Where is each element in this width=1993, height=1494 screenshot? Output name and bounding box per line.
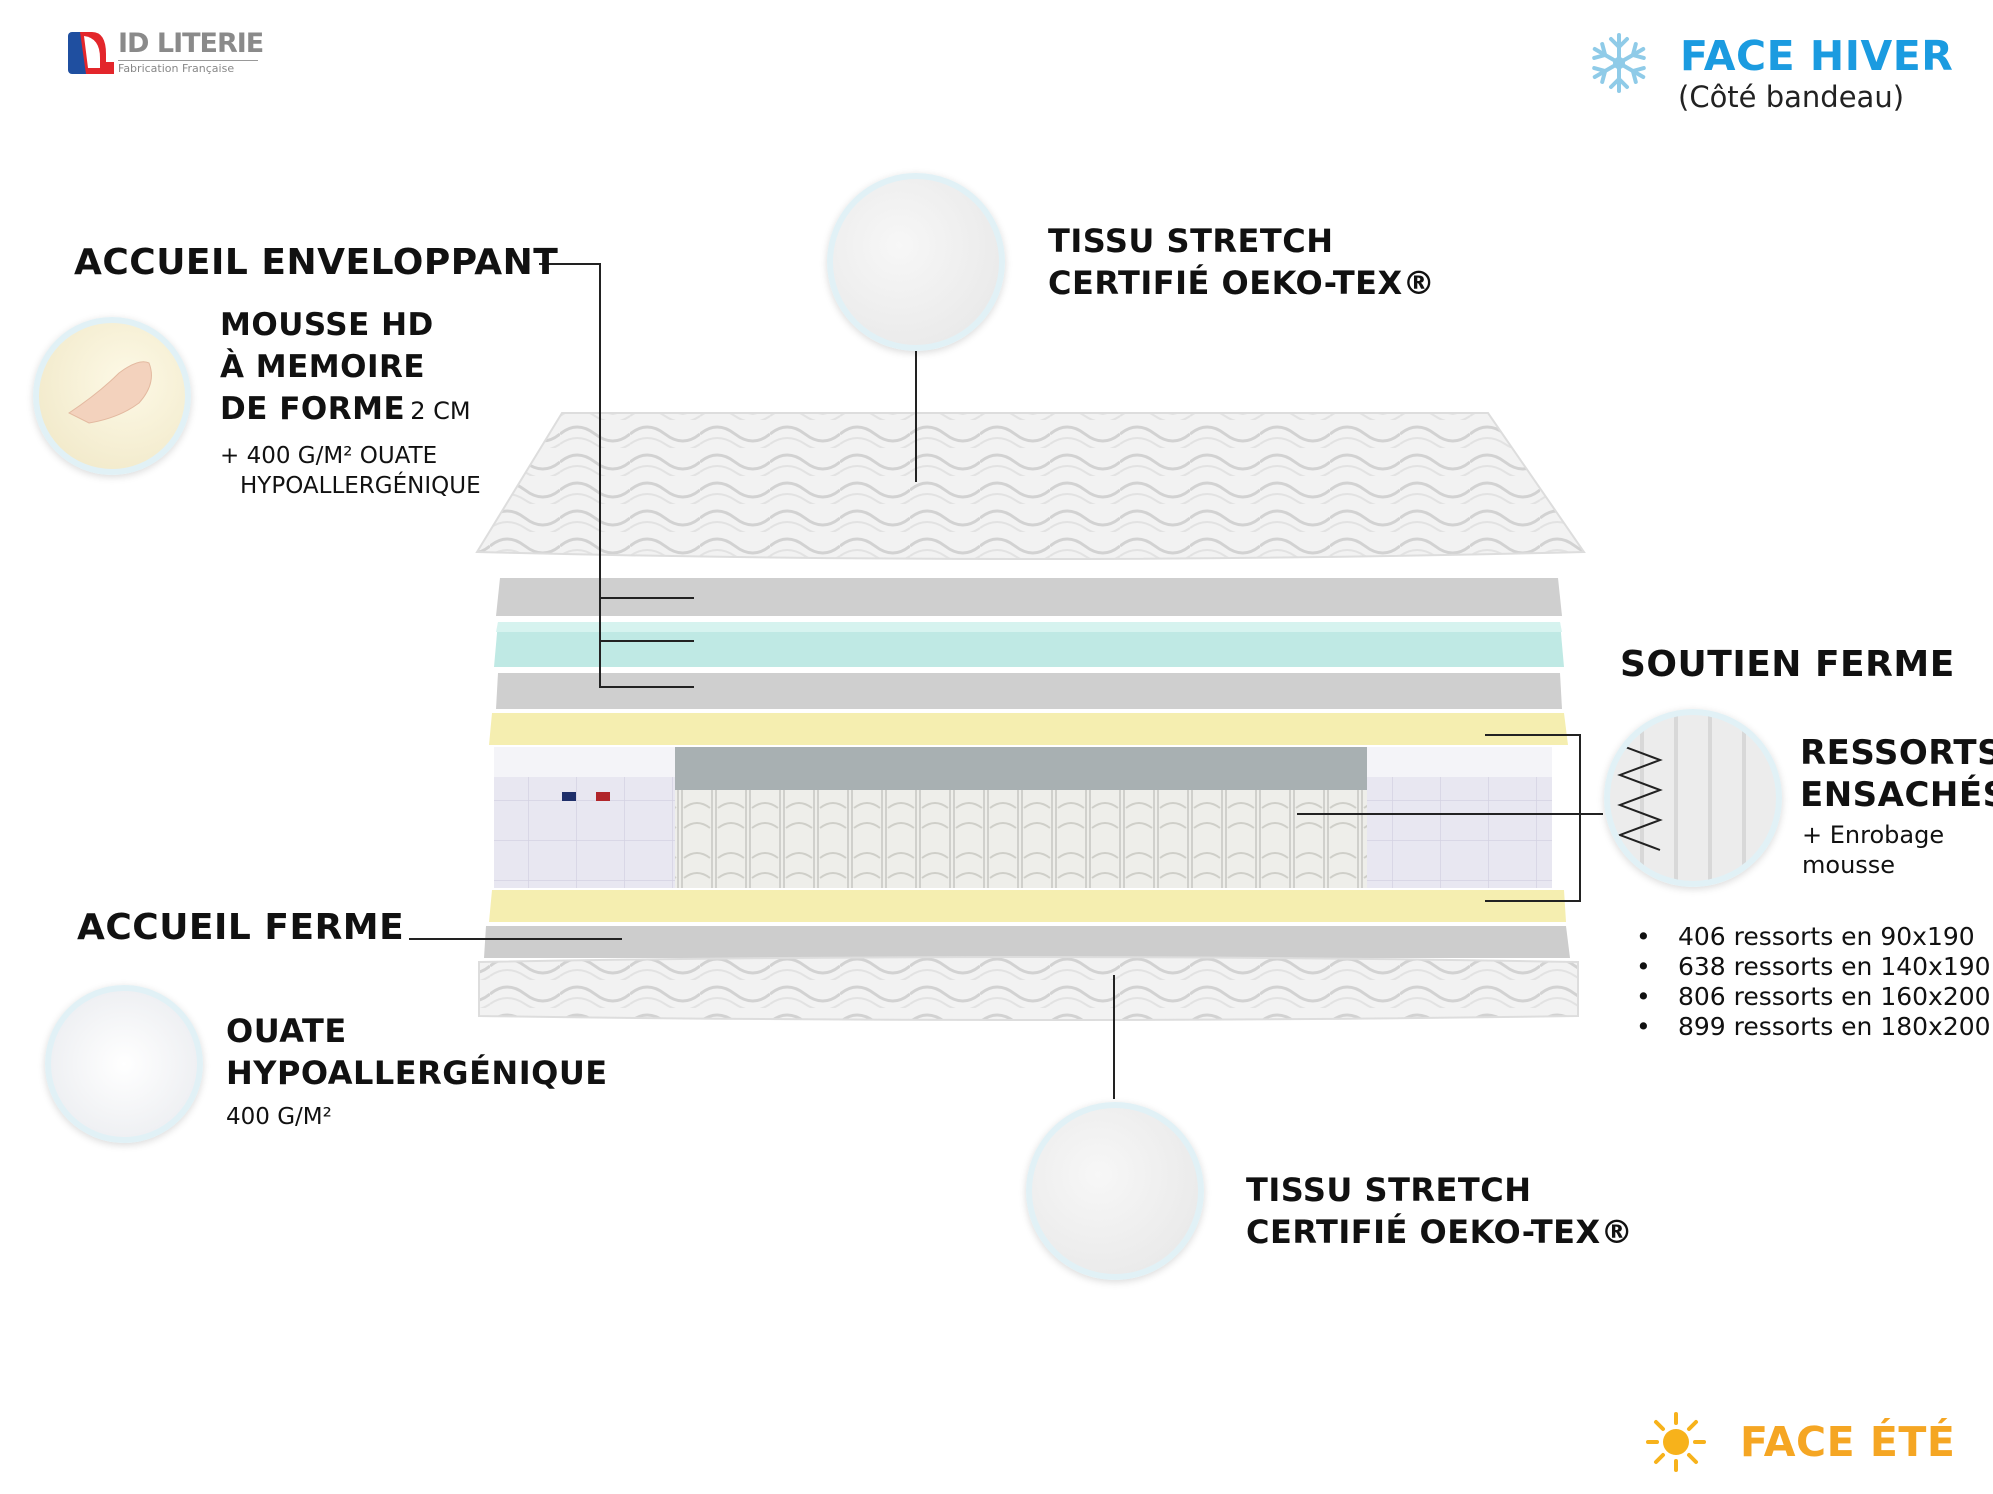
- list-item: •899 ressorts en 180x200: [1636, 1012, 1991, 1041]
- summer-side-title: FACE ÉTÉ: [1740, 1418, 1956, 1466]
- accueil-enveloppant-heading: ACCUEIL ENVELOPPANT: [74, 242, 559, 283]
- top-fabric-line2: CERTIFIÉ OEKO-TEX®: [1048, 264, 1436, 302]
- foam-layer-yellow-top: [489, 713, 1568, 745]
- spring-count-list: •406 ressorts en 90x190 •638 ressorts en…: [1636, 922, 1991, 1042]
- wadding-line1: OUATE: [226, 1012, 347, 1050]
- bottom-fabric-line1: TISSU STRETCH: [1246, 1171, 1532, 1209]
- pocket-springs-photo: [1604, 709, 1782, 887]
- springs-extra2: mousse: [1802, 851, 1896, 879]
- list-item: •806 ressorts en 160x200: [1636, 982, 1991, 1011]
- snowflake-icon: [1588, 33, 1650, 93]
- springs-extra1: + Enrobage: [1802, 821, 1945, 849]
- wadding-photo: [45, 985, 203, 1143]
- spring-count: 899 ressorts en 180x200: [1678, 1012, 1991, 1041]
- memory-foam-layer: [494, 622, 1564, 667]
- memory-foam-photo: [33, 317, 191, 475]
- top-fabric-line1: TISSU STRETCH: [1048, 222, 1334, 260]
- soutien-ferme-heading: SOUTIEN FERME: [1620, 644, 1955, 685]
- top-quilted-layer: [475, 412, 1586, 560]
- wadding-line2: HYPOALLERGÉNIQUE: [226, 1054, 608, 1092]
- foam-layer-yellow-bottom: [489, 890, 1566, 922]
- sun-icon: [1646, 1412, 1706, 1472]
- brand-logo: ID LITERIE Fabrication Française: [66, 28, 266, 78]
- comfort-layer-gray-3: [484, 926, 1570, 958]
- comfort-layer-gray-2: [496, 673, 1562, 709]
- springs-line2: ENSACHÉS: [1800, 775, 1993, 815]
- memory-foam-line3-text: DE FORME: [220, 391, 406, 427]
- memory-foam-line2: À MEMOIRE: [220, 349, 426, 385]
- spring-count: 806 ressorts en 160x200: [1678, 982, 1991, 1011]
- bottom-fabric-line2: CERTIFIÉ OEKO-TEX®: [1246, 1213, 1634, 1251]
- spring-count: 638 ressorts en 140x190: [1678, 952, 1991, 981]
- winter-side-title: FACE HIVER: [1680, 32, 1954, 80]
- bottom-quilted-layer: [478, 956, 1579, 1021]
- memory-foam-line3: DE FORME 2 CM: [220, 391, 471, 427]
- logo-brand: ID LITERIE: [118, 28, 264, 59]
- memory-foam-line1: MOUSSE HD: [220, 307, 434, 343]
- bottom-fabric-photo: [1026, 1102, 1204, 1280]
- logo-tagline: Fabrication Française: [118, 62, 235, 75]
- list-item: •638 ressorts en 140x190: [1636, 952, 1991, 981]
- memory-foam-extra2: HYPOALLERGÉNIQUE: [240, 473, 481, 499]
- hand-icon: [68, 361, 152, 424]
- springs-line1: RESSORTS: [1800, 733, 1993, 773]
- spring-count: 406 ressorts en 90x190: [1678, 922, 1975, 951]
- spring-coil-icon: [1617, 744, 1663, 851]
- comfort-layer-gray-1: [496, 578, 1562, 616]
- memory-foam-extra1: + 400 G/M² OUATE: [220, 443, 438, 469]
- connector-lines: [409, 263, 1603, 1099]
- accueil-ferme-heading: ACCUEIL FERME: [77, 907, 405, 948]
- memory-foam-thickness: 2 CM: [410, 397, 471, 425]
- pocket-spring-core: [494, 747, 1552, 888]
- winter-side-subtitle: (Côté bandeau): [1678, 80, 1905, 114]
- wadding-weight: 400 G/M²: [226, 1104, 332, 1130]
- logo-flag-icon: [68, 32, 114, 74]
- top-fabric-photo: [827, 173, 1005, 351]
- list-item: •406 ressorts en 90x190: [1636, 922, 1975, 951]
